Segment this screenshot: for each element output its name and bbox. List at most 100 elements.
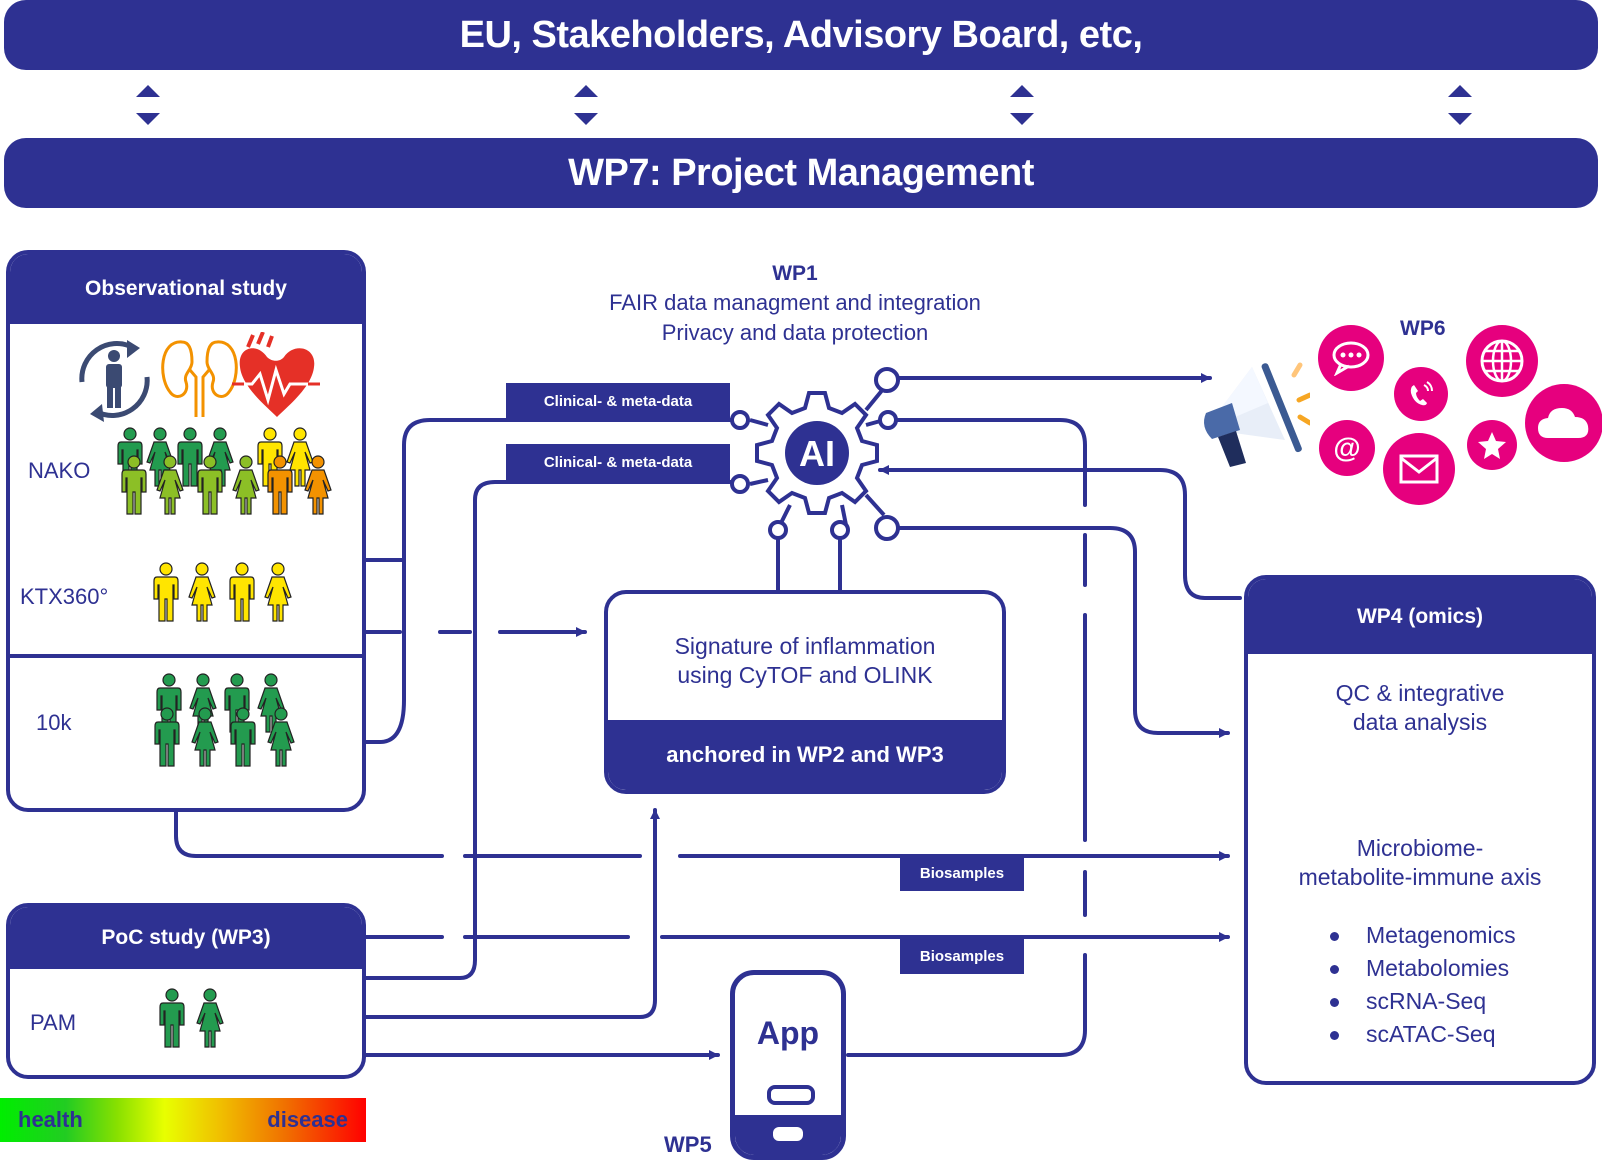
wire-biosamples-1 <box>174 810 1228 856</box>
health-disease-legend: health disease <box>0 1098 366 1142</box>
wp4-method-item: Metagenomics <box>1330 919 1516 952</box>
globe-icon <box>1466 325 1538 397</box>
stakeholders-banner-text: EU, Stakeholders, Advisory Board, etc, <box>459 13 1143 56</box>
female-person-icon <box>286 427 314 487</box>
gear-node <box>874 367 900 393</box>
wp5-title: WP5 <box>664 1132 712 1157</box>
at-icon: @ <box>1319 420 1375 476</box>
cohort-ktx360-label: KTX360° <box>20 584 109 609</box>
app-phone-icon: App <box>730 970 846 1160</box>
bidirectional-arrow <box>136 85 160 125</box>
male-person-icon <box>154 707 180 767</box>
wire-poc-clinical <box>364 480 732 980</box>
male-person-icon <box>267 455 293 515</box>
ai-gear-icon: AI <box>730 367 900 541</box>
male-person-icon <box>153 562 179 622</box>
cloud-icon <box>1525 384 1602 462</box>
10k-people-group <box>154 673 295 767</box>
clinical-metadata-tag: Clinical- & meta-data <box>506 444 730 481</box>
star-icon <box>1467 420 1517 470</box>
poc-study-box: PoC study (WP3) PAM <box>6 903 366 1079</box>
wire-poc-to-signature <box>364 808 660 1019</box>
biosamples-tag: Biosamples <box>900 938 1024 974</box>
chat-icon <box>1318 325 1384 391</box>
male-person-icon <box>121 455 147 515</box>
female-person-icon <box>304 455 332 515</box>
female-person-icon <box>196 988 224 1048</box>
wp1-line-fair: FAIR data managment and integration <box>609 290 981 315</box>
male-person-icon <box>159 988 185 1048</box>
clinical-metadata-tag: Clinical- & meta-data <box>506 383 730 419</box>
signature-line-2: using CyTOF and OLINK <box>677 662 933 688</box>
cohort-pam-label: PAM <box>30 1010 77 1035</box>
signature-footer: anchored in WP2 and WP3 <box>608 720 1002 790</box>
legend-health-label: health <box>18 1107 83 1132</box>
female-person-icon <box>267 707 295 767</box>
app-label: App <box>756 1015 820 1051</box>
bidirectional-arrow <box>1010 85 1034 125</box>
phone-slot-icon <box>767 1085 815 1105</box>
wp1-title: WP1 <box>772 262 818 285</box>
wp4-qc-line-2: data analysis <box>1352 709 1488 735</box>
wp4-axis-line-2: metabolite-immune axis <box>1298 864 1542 890</box>
ktx360-people-group <box>153 562 292 622</box>
wp4-title: WP4 (omics) <box>1248 579 1592 654</box>
wp4-method-item: scRNA-Seq <box>1330 985 1516 1018</box>
male-person-icon <box>229 562 255 622</box>
wire-obs-bus <box>402 418 732 562</box>
wire-wp4-to-ai <box>878 465 1242 600</box>
male-person-icon <box>197 455 223 515</box>
cohort-nako-label: NAKO <box>28 458 91 483</box>
wp4-method-item: Metabolomies <box>1330 952 1516 985</box>
wp4-methods-list: Metagenomics Metabolomies scRNA-Seq scAT… <box>1330 919 1516 1051</box>
female-person-icon <box>156 455 184 515</box>
stakeholders-banner: EU, Stakeholders, Advisory Board, etc, <box>4 0 1598 70</box>
female-person-icon <box>264 562 292 622</box>
project-management-banner-text: WP7: Project Management <box>568 151 1034 194</box>
poc-study-title: PoC study (WP3) <box>10 907 362 969</box>
condition-icons <box>79 332 320 422</box>
gear-node <box>878 410 898 430</box>
cohort-divider <box>10 654 362 658</box>
cohort-10k-label: 10k <box>36 710 72 735</box>
wire-ai-to-app <box>846 418 1087 1057</box>
signature-line-1: Signature of inflammation <box>674 633 936 659</box>
observational-study-box: Observational study NAKO KTX360° 10k <box>6 250 366 812</box>
pam-people-group <box>159 988 224 1048</box>
legend-disease-label: disease <box>267 1107 348 1132</box>
kidney-icon <box>161 340 238 417</box>
megaphone-icon <box>1204 362 1310 467</box>
bidirectional-arrow <box>574 85 598 125</box>
wire-obs-to-clinical-1 <box>364 558 406 744</box>
patient-cycle-icon <box>79 340 150 422</box>
observational-study-title: Observational study <box>10 254 362 324</box>
gear-node <box>768 520 788 540</box>
female-person-icon <box>191 707 219 767</box>
female-person-icon <box>188 562 216 622</box>
phone-base <box>735 1115 841 1155</box>
heart-icon <box>232 332 320 417</box>
gear-node <box>730 474 750 494</box>
male-person-icon <box>177 427 203 487</box>
wp4-axis-line-1: Microbiome- <box>1356 835 1484 861</box>
nako-people-group <box>117 427 332 515</box>
ai-label: AI <box>799 433 835 474</box>
wp6-title: WP6 <box>1400 317 1446 340</box>
wp1-line-privacy: Privacy and data protection <box>661 320 929 345</box>
signature-inflammation-box: Signature of inflammation using CyTOF an… <box>604 590 1006 794</box>
gear-node <box>874 515 900 541</box>
mail-icon <box>1383 433 1455 505</box>
wp4-method-item: scATAC-Seq <box>1330 1018 1516 1051</box>
bidirectional-arrow <box>1448 85 1472 125</box>
wp4-omics-box: WP4 (omics) QC & integrative data analys… <box>1244 575 1596 1085</box>
wp4-qc-line-1: QC & integrative <box>1335 680 1505 706</box>
gear-node <box>730 410 750 430</box>
gear-node <box>830 520 850 540</box>
biosamples-tag: Biosamples <box>900 855 1024 891</box>
female-person-icon <box>232 455 260 515</box>
phone-icon <box>1394 367 1448 421</box>
bidirectional-arrows <box>136 85 1472 125</box>
phone-home-button <box>773 1127 803 1141</box>
female-person-icon <box>206 427 234 487</box>
project-management-banner: WP7: Project Management <box>4 138 1598 208</box>
